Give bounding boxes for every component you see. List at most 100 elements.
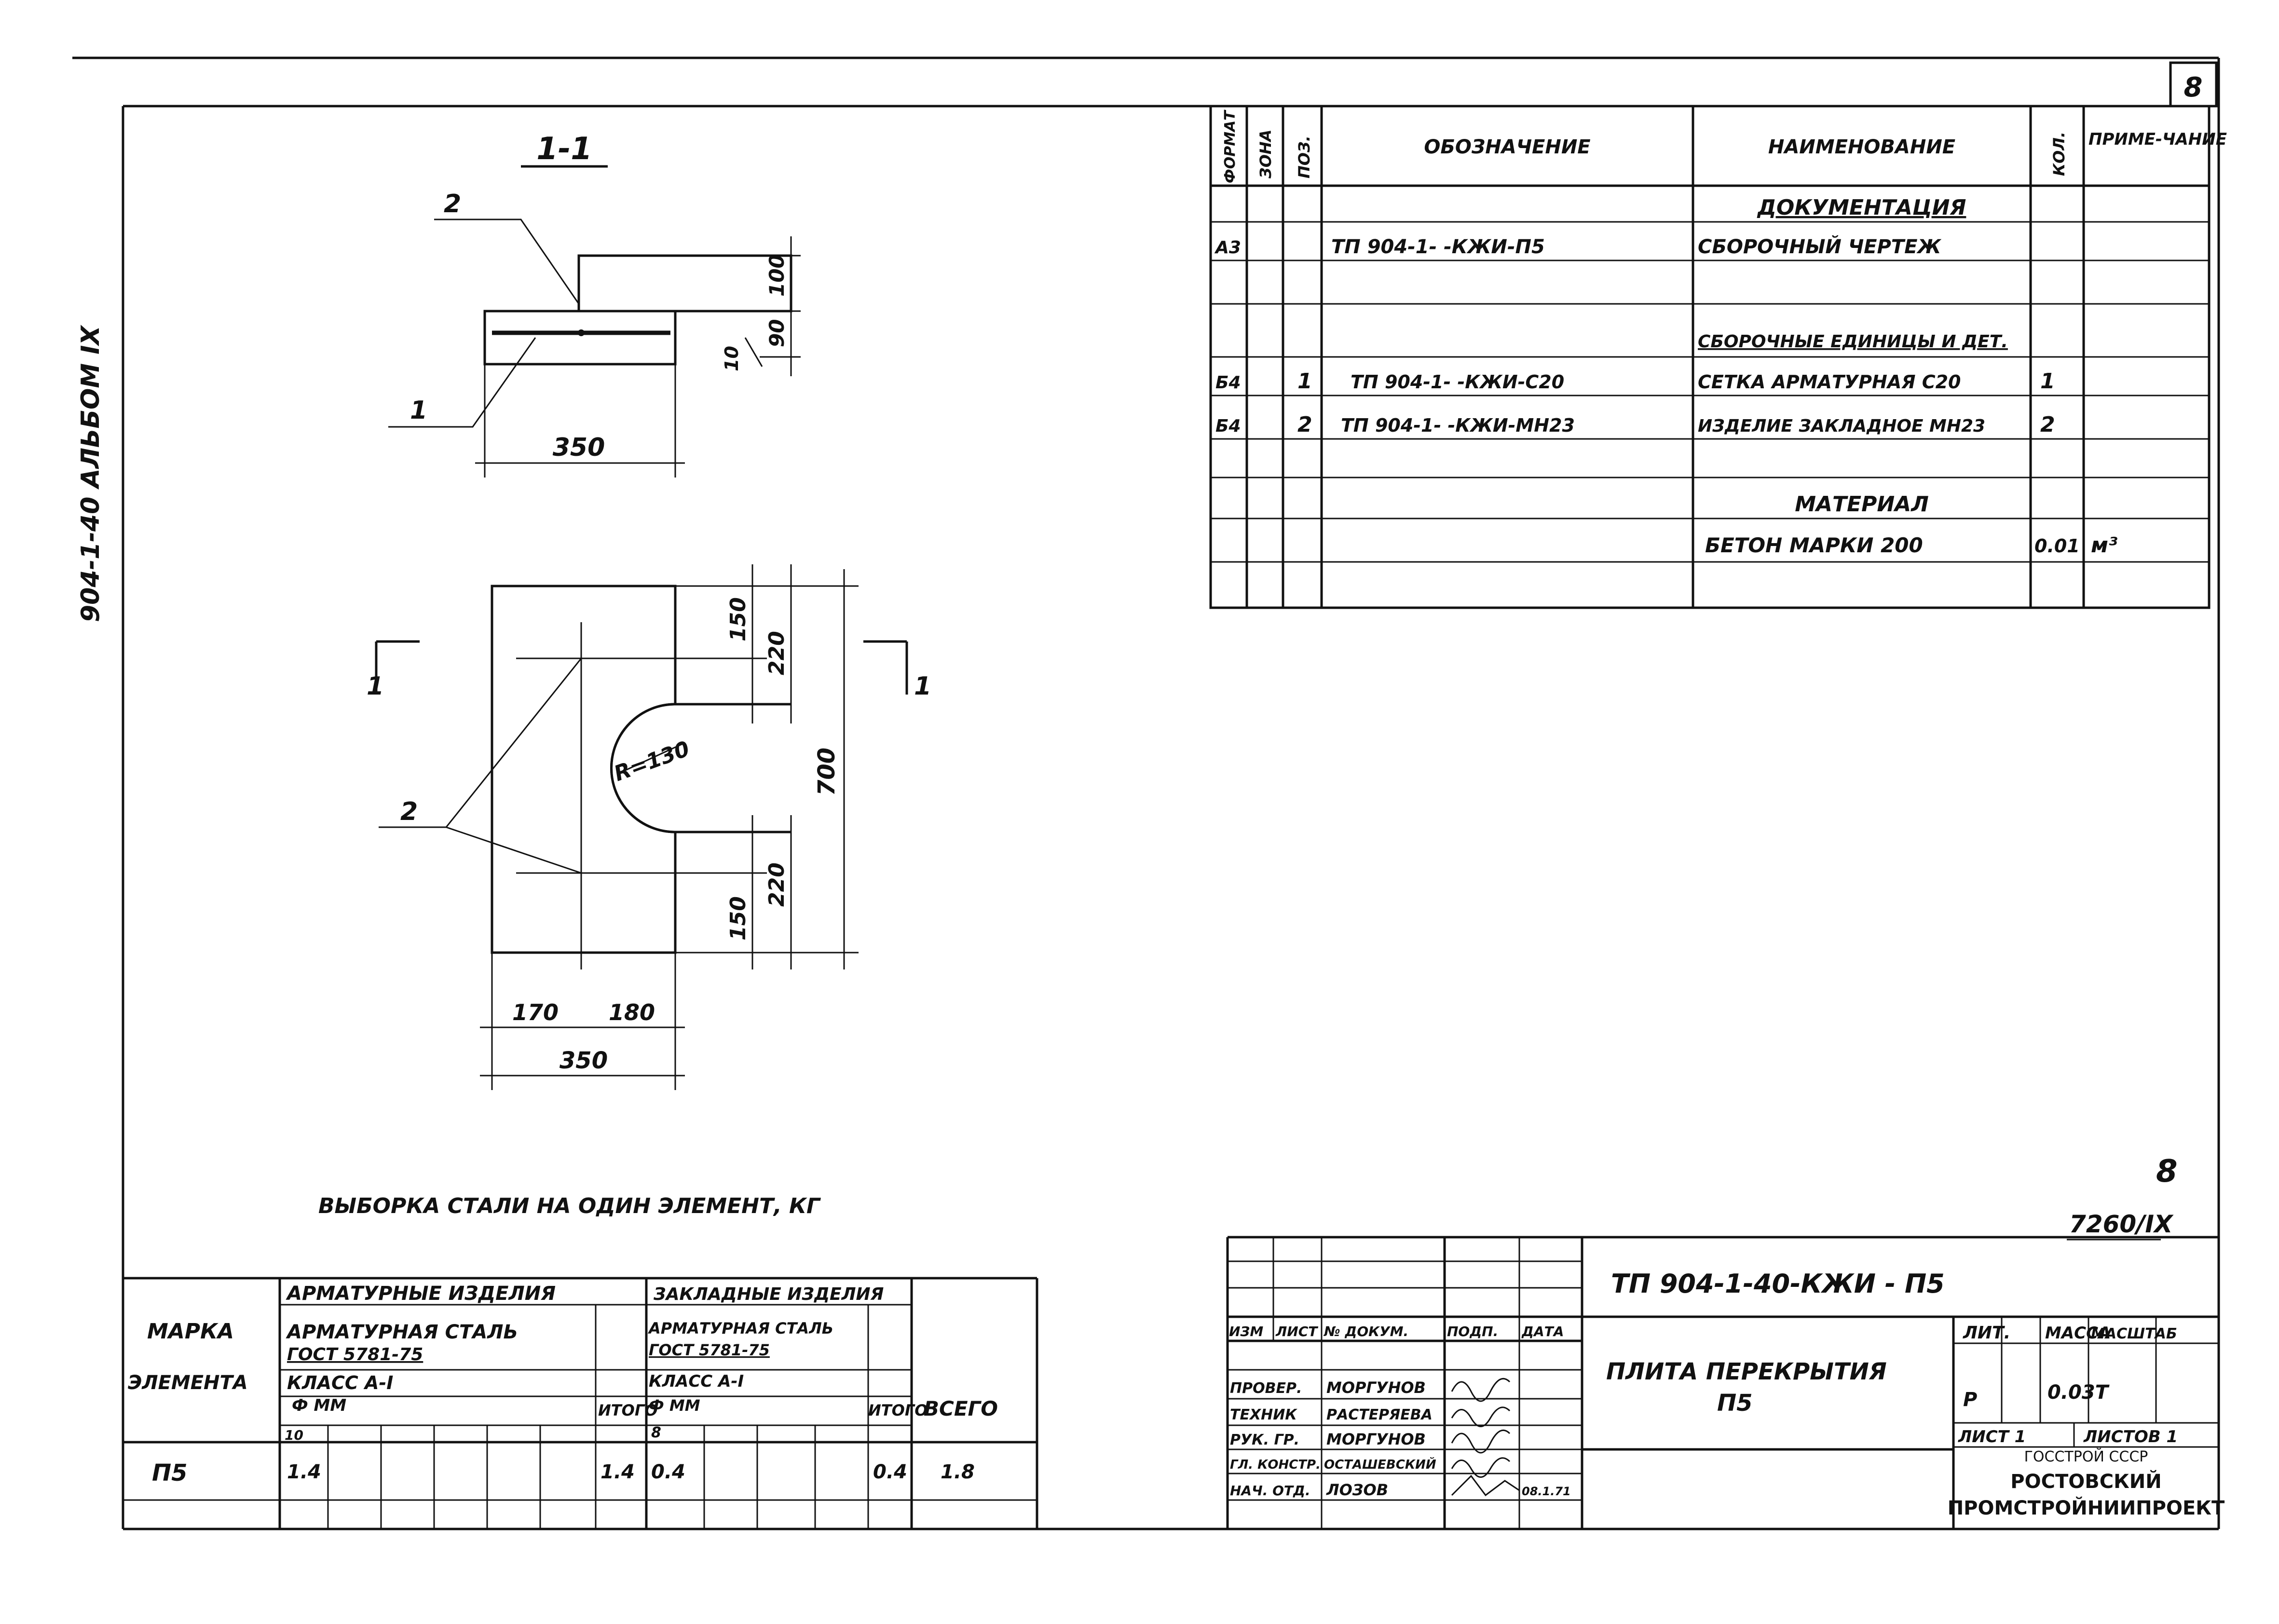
- stamp-person-5-name: ЛОЗОВ: [1326, 1481, 1388, 1499]
- plan-dim-220-bottom: 220: [764, 862, 789, 907]
- spec-row1-pos: 1: [1297, 369, 1312, 394]
- format-code: 7260/IX: [2069, 1210, 2174, 1238]
- steel-table: [123, 1277, 1038, 1529]
- stamp-title-line2: П5: [1717, 1390, 1753, 1417]
- spec-doc-format: А3: [1214, 238, 1241, 258]
- steel-itogo-1: ИТОГО: [598, 1401, 657, 1419]
- spec-row2-format: Б4: [1215, 416, 1241, 436]
- plan-view: R=130 2 1 1 150 220 700 150 220 170 180 …: [367, 564, 931, 1090]
- plan-dim-220-top: 220: [764, 631, 789, 675]
- steel-arm-items: АРМАТУРНЫЕ ИЗДЕЛИЯ: [286, 1283, 556, 1305]
- steel-caption: ВЫБОРКА СТАЛИ НА ОДИН ЭЛЕМЕНТ, КГ: [318, 1194, 821, 1218]
- steel-row-mark: П5: [152, 1460, 188, 1487]
- stamp-person-3-role: РУК. ГР.: [1230, 1432, 1299, 1448]
- spec-material-unit: м³: [2091, 533, 2117, 558]
- plan-dim-150-top: 150: [726, 597, 751, 641]
- stamp-mass-val: 0.03Т: [2047, 1381, 2110, 1404]
- steel-emb-steel: АРМАТУРНАЯ СТАЛЬ: [647, 1319, 833, 1337]
- section-leader-2: 2: [444, 190, 461, 218]
- stamp-org-1: ГОССТРОЙ СССР: [2024, 1448, 2148, 1465]
- spec-section-material: МАТЕРИАЛ: [1795, 492, 1929, 517]
- signature-3: [1451, 1429, 1511, 1454]
- spec-section-doc: ДОКУМЕНТАЦИЯ: [1757, 195, 1966, 220]
- sheet-frame: [72, 56, 2220, 1530]
- section-1-1: 1-1 2 1 350 100 90 10: [388, 131, 801, 478]
- plan-cut-left: 1: [367, 672, 384, 701]
- steel-arm-dia: Ф ММ: [292, 1396, 346, 1415]
- steel-emb-dia: Ф ММ: [649, 1396, 700, 1415]
- stamp-massa: МАССА: [2045, 1324, 2111, 1343]
- spec-header-zone: ЗОНА: [1256, 130, 1275, 179]
- section-dim-10: 10: [721, 346, 742, 371]
- spec-row1-qty: 1: [2040, 369, 2055, 394]
- section-title: 1-1: [536, 131, 592, 167]
- sheet-number: 8: [2184, 72, 2203, 103]
- spec-row1-designation: ТП 904-1- -КЖИ-С20: [1351, 371, 1564, 393]
- title-block: [1226, 1236, 2219, 1529]
- spec-row2-designation: ТП 904-1- -КЖИ-МН23: [1341, 415, 1575, 436]
- section-dim-90: 90: [765, 319, 789, 347]
- plan-dim-700: 700: [813, 748, 840, 796]
- steel-elementa: ЭЛЕМЕНТА: [128, 1372, 248, 1394]
- plan-dim-350: 350: [560, 1047, 608, 1074]
- album-side-label: 904-1-40 АЛЬБОМ IX: [76, 325, 105, 622]
- rebar-dot: [578, 329, 585, 336]
- stamp-hdr-izm: ИЗМ: [1229, 1324, 1263, 1339]
- signature-4: [1451, 1457, 1511, 1478]
- steel-emb-class: КЛАСС А-I: [649, 1372, 744, 1391]
- stamp-list: ЛИСТ 1: [1958, 1427, 2026, 1447]
- specification-table: [1209, 105, 2211, 609]
- plan-dim-150-bottom: 150: [726, 896, 751, 941]
- signature-5: [1451, 1474, 1520, 1497]
- spec-section-units: СБОРОЧНЫЕ ЕДИНИЦЫ И ДЕТ.: [1698, 332, 2008, 352]
- stamp-title-line1: ПЛИТА ПЕРЕКРЫТИЯ: [1606, 1358, 1887, 1385]
- spec-row1-name: СЕТКА АРМАТУРНАЯ С20: [1698, 371, 1961, 393]
- spec-row1-format: Б4: [1215, 373, 1241, 393]
- plan-cut-right: 1: [914, 672, 931, 701]
- stamp-org-2: РОСТОВСКИЙ: [2010, 1470, 2161, 1493]
- signature-1: [1451, 1378, 1511, 1402]
- steel-itogo-2: ИТОГО: [868, 1401, 928, 1419]
- steel-arm-gost: ГОСТ 5781-75: [287, 1345, 423, 1365]
- stamp-hdr-list: ЛИСТ: [1275, 1324, 1318, 1339]
- plan-dim-170: 170: [512, 999, 559, 1025]
- steel-row-arm-total: 1.4: [600, 1461, 635, 1483]
- stamp-person-4-name: ОСТАШЕВСКИЙ: [1324, 1457, 1436, 1472]
- signature-2: [1451, 1406, 1511, 1427]
- spec-material-name: БЕТОН МАРКИ 200: [1705, 533, 1923, 557]
- steel-emb-gost: ГОСТ 5781-75: [649, 1341, 770, 1359]
- stamp-masshtab: МАСШТАБ: [2091, 1325, 2177, 1342]
- stamp-lit-val: Р: [1963, 1389, 1977, 1411]
- steel-arm-dia-val: 10: [285, 1427, 303, 1443]
- spec-row2-pos: 2: [1297, 412, 1312, 437]
- steel-marka: МАРКА: [147, 1319, 234, 1344]
- stamp-listov: ЛИСТОВ 1: [2083, 1427, 2178, 1447]
- stamp-hdr-doc: № ДОКУМ.: [1323, 1324, 1408, 1339]
- lower-sheet-number: 8: [2156, 1154, 2178, 1189]
- steel-row-emb-total: 0.4: [873, 1461, 907, 1483]
- stamp-person-5-role: НАЧ. ОТД.: [1230, 1483, 1310, 1499]
- steel-emb-dia-val: 8: [651, 1424, 661, 1441]
- stamp-hdr-date: ДАТА: [1521, 1324, 1564, 1339]
- steel-arm-steel: АРМАТУРНАЯ СТАЛЬ: [286, 1321, 518, 1343]
- spec-row2-name: ИЗДЕЛИЕ ЗАКЛАДНОЕ МН23: [1698, 416, 1985, 436]
- stamp-date: 08.1.71: [1522, 1485, 1571, 1498]
- stamp-person-4-role: ГЛ. КОНСТР.: [1230, 1458, 1321, 1472]
- plan-dim-180: 180: [609, 999, 655, 1025]
- stamp-hdr-sign: ПОДП.: [1447, 1324, 1498, 1339]
- steel-row-arm: 1.4: [287, 1461, 321, 1483]
- spec-material-qty: 0.01: [2034, 535, 2080, 557]
- stamp-code: ТП 904-1-40-КЖИ - П5: [1611, 1269, 1945, 1299]
- steel-row-emb: 0.4: [651, 1461, 685, 1483]
- spec-header-pos: ПОЗ.: [1295, 136, 1313, 178]
- stamp-person-3-name: МОРГУНОВ: [1326, 1430, 1426, 1448]
- section-dim-100: 100: [765, 254, 789, 297]
- cutout-arc: [610, 703, 676, 833]
- spec-header-note: ПРИМЕ-ЧАНИЕ: [2088, 130, 2227, 149]
- steel-emb-items: ЗАКЛАДНЫЕ ИЗДЕЛИЯ: [653, 1284, 884, 1304]
- spec-header-designation: ОБОЗНАЧЕНИЕ: [1424, 136, 1590, 158]
- spec-header-qty: КОЛ.: [2050, 132, 2068, 176]
- stamp-person-2-name: РАСТЕРЯЕВА: [1326, 1406, 1433, 1423]
- spec-header-name: НАИМЕНОВАНИЕ: [1768, 136, 1955, 158]
- section-dim-width: 350: [553, 433, 605, 462]
